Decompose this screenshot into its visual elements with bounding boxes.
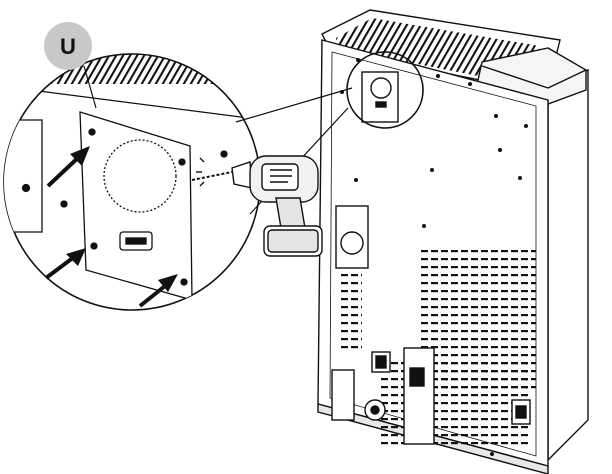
vent-grille-left — [340, 272, 362, 350]
vent-grille-lower — [380, 360, 530, 450]
callout-badge: U — [44, 22, 97, 109]
zoom-connector-upper — [235, 87, 353, 123]
pointer-arrow-icon — [138, 274, 178, 308]
appliance-unit — [317, 9, 589, 474]
plate-round-opening — [103, 139, 177, 213]
connector-panel — [403, 347, 435, 445]
zoom-heatsink-fins — [4, 54, 260, 84]
callout-letter: U — [60, 34, 76, 59]
pointer-arrows — [44, 146, 178, 308]
appliance-side-panel — [547, 68, 589, 462]
cordless-drill-icon — [191, 155, 323, 257]
side-opening-panel — [335, 205, 369, 269]
pointer-arrow-icon — [46, 146, 90, 188]
pointer-arrow-icon — [44, 248, 86, 280]
back-mounting-holes — [340, 58, 528, 456]
